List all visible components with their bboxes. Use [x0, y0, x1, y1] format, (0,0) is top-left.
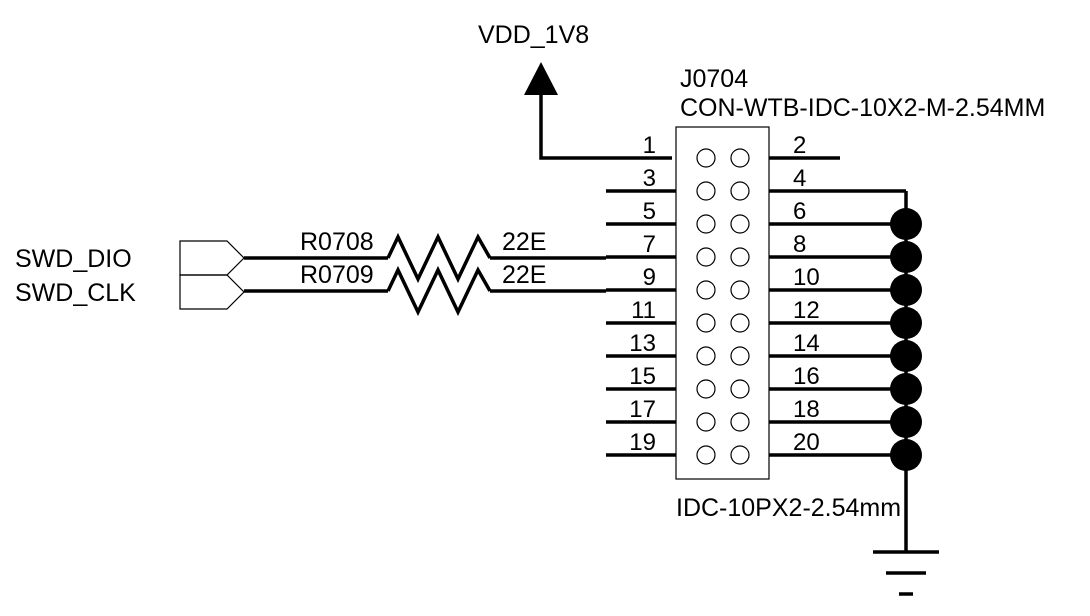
pin-hole-right	[730, 445, 750, 465]
pin-number-right: 20	[793, 429, 820, 456]
pin-number-left: 19	[629, 429, 656, 456]
pin-number-left: 9	[643, 264, 656, 291]
connector-footprint: IDC-10PX2-2.54mm	[676, 494, 901, 522]
port-shape-swd-clk	[179, 274, 245, 310]
pin-number-right: 8	[793, 231, 806, 258]
pin-hole-left	[696, 313, 716, 333]
junction-dot	[890, 406, 922, 438]
pin-hole-left	[696, 181, 716, 201]
pin-hole-right	[730, 280, 750, 300]
resistor-value-r0708: 22E	[502, 228, 546, 256]
pin-number-left: 5	[643, 198, 656, 225]
junction-dot	[890, 373, 922, 405]
pin-number-right: 6	[793, 198, 806, 225]
power-net-label: VDD_1V8	[478, 21, 589, 49]
power-wire	[539, 95, 672, 160]
pin-number-left: 13	[629, 330, 656, 357]
pin-number-left: 17	[629, 396, 656, 423]
pin-number-right: 18	[793, 396, 820, 423]
pin-number-left: 11	[631, 297, 656, 324]
pin-number-right: 10	[793, 264, 820, 291]
port-label-swd-dio: SWD_DIO	[15, 245, 132, 273]
junction-dot	[890, 439, 922, 471]
junction-dot	[890, 307, 922, 339]
junction-dot	[890, 274, 922, 306]
pin-hole-right	[730, 214, 750, 234]
pin-hole-right	[730, 379, 750, 399]
junction-dot	[890, 208, 922, 240]
pin-number-right: 16	[793, 363, 820, 390]
resistor-value-r0709: 22E	[502, 261, 546, 289]
power-arrow-icon	[524, 62, 558, 95]
junctions	[890, 208, 922, 471]
resistor-r0708: R0708 22E	[244, 228, 606, 284]
connector-designator: J0704	[680, 65, 748, 93]
resistor-designator-r0708: R0708	[300, 228, 374, 256]
pin-hole-left	[696, 445, 716, 465]
pin-hole-left	[696, 379, 716, 399]
resistor-designator-r0709: R0709	[300, 261, 374, 289]
port-label-swd-clk: SWD_CLK	[15, 279, 136, 307]
pin-number-right: 2	[793, 132, 806, 159]
pin-hole-left	[696, 412, 716, 432]
pin-hole-right	[730, 313, 750, 333]
pin-hole-left	[696, 346, 716, 366]
pin-hole-left	[696, 280, 716, 300]
pin-hole-left	[696, 148, 716, 168]
pin-number-right: 14	[793, 330, 820, 357]
resistor-zigzag-r0709	[386, 265, 492, 317]
ground-bus	[873, 191, 939, 596]
pin-hole-right	[730, 346, 750, 366]
power-symbol: VDD_1V8	[478, 21, 672, 160]
pin-number-left: 7	[643, 231, 656, 258]
pin-number-left: 1	[643, 132, 656, 159]
connector-body	[675, 126, 770, 480]
connector-part-value: CON-WTB-IDC-10X2-M-2.54MM	[680, 94, 1045, 122]
port-shape-swd-dio	[179, 240, 245, 276]
pin-number-left: 3	[643, 165, 656, 192]
pin-hole-right	[730, 148, 750, 168]
port-swd-clk: SWD_CLK	[15, 274, 245, 310]
resistor-zigzag-r0708	[386, 232, 492, 284]
port-swd-dio: SWD_DIO	[15, 240, 245, 276]
pin-number-left: 15	[629, 363, 656, 390]
pin-hole-left	[696, 214, 716, 234]
pin-number-right: 12	[793, 297, 820, 324]
junction-dot	[890, 241, 922, 273]
pin-number-right: 4	[793, 165, 806, 192]
junction-dot	[890, 340, 922, 372]
pin-hole-right	[730, 247, 750, 267]
pin-hole-left	[696, 247, 716, 267]
resistor-r0709: R0709 22E	[244, 261, 606, 317]
pin-hole-right	[730, 412, 750, 432]
pin-hole-right	[730, 181, 750, 201]
